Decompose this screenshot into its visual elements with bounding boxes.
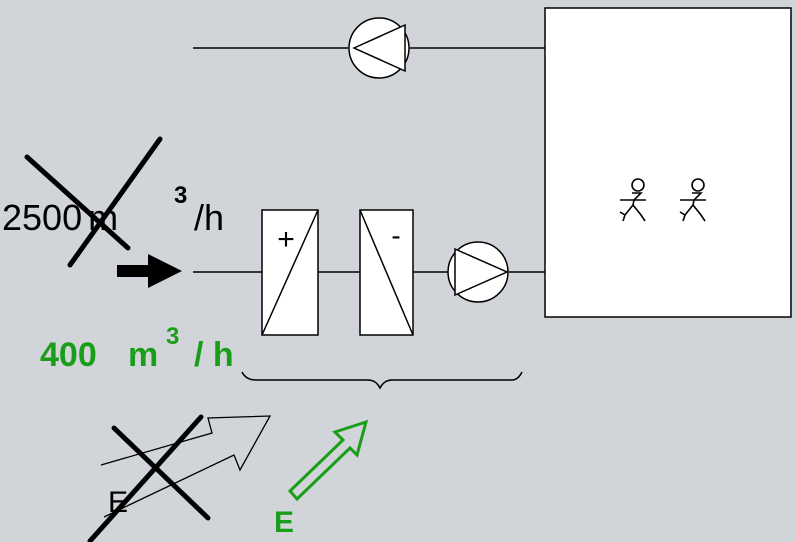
- heater-symbol: +: [277, 223, 295, 256]
- supply-fan-icon: [447, 241, 509, 303]
- cross-out-mark: [24, 136, 163, 268]
- old-airflow-value: 2500: [2, 197, 82, 238]
- energy-arrow-icon: [100, 415, 272, 518]
- cooler-coil: -: [359, 209, 414, 336]
- energy-arrow-icon: [287, 419, 369, 502]
- old-airflow-label: 2500m: [2, 197, 118, 238]
- room-box: [544, 7, 792, 318]
- new-airflow-per: / h: [194, 336, 234, 374]
- heater-coil: +: [261, 209, 319, 336]
- old-energy-label: E: [108, 486, 128, 519]
- cross-out-mark: [87, 414, 211, 542]
- components-brace: [241, 371, 523, 390]
- new-airflow-unit: m: [128, 336, 158, 374]
- old-airflow-exp: 3: [174, 182, 187, 209]
- inflow-arrow-icon: [117, 254, 182, 288]
- new-airflow-value: 400: [40, 336, 97, 374]
- exhaust-fan-icon: [348, 17, 410, 79]
- person-icon: [619, 178, 646, 222]
- cooler-symbol: -: [391, 220, 400, 251]
- person-icon: [679, 178, 706, 222]
- new-airflow-exp: 3: [166, 323, 179, 350]
- new-energy-label: E: [274, 506, 294, 539]
- old-airflow-per: /h: [194, 197, 224, 238]
